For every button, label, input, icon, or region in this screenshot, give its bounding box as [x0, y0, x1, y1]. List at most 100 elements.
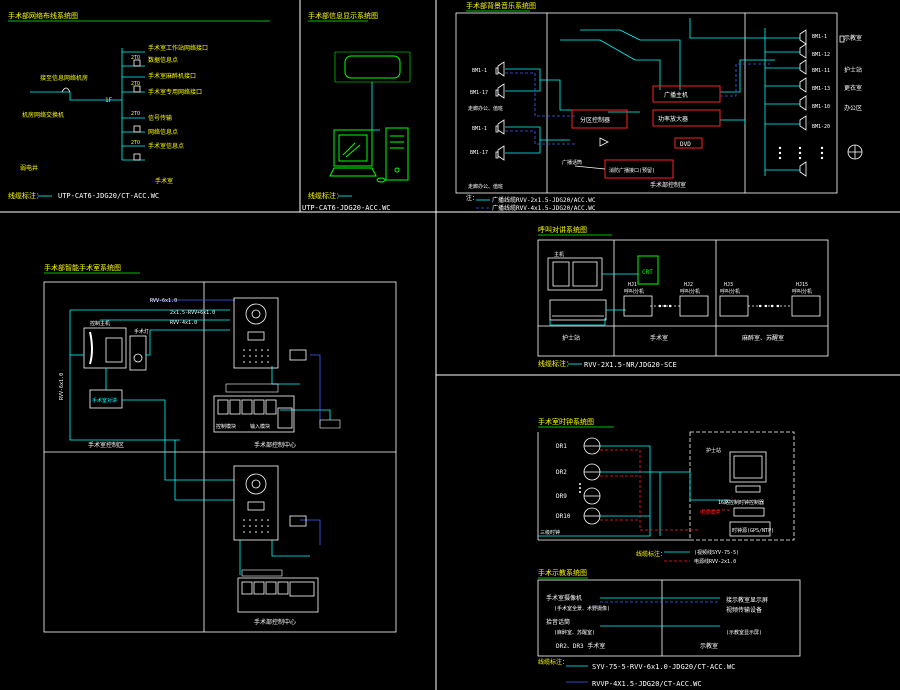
- p1-weak-box: 弱电井: [20, 164, 38, 172]
- svg-text:DR1: DR1: [556, 443, 567, 450]
- svg-text:手术部控制中心: 手术部控制中心: [254, 618, 296, 626]
- svg-text:BM1-1: BM1-1: [812, 34, 827, 40]
- svg-text:2TO: 2TO: [131, 111, 140, 117]
- p2-cable-note: 线缆标注：: [308, 191, 343, 200]
- p3-title: 手术部背景音乐系统图: [466, 1, 536, 10]
- svg-text:手术部控制室: 手术部控制室: [650, 181, 686, 189]
- left-speakers: [495, 61, 505, 161]
- p2-cable-spec: UTP-CAT6-JDG20-ACC.WC: [302, 204, 391, 212]
- svg-text:HJ1: HJ1: [628, 282, 637, 288]
- svg-text:视频传输设备: 视频传输设备: [726, 606, 762, 614]
- panel-smart-or: 手术部智能手术室系统图 控制主机 手术灯 手术室对讲: [43, 263, 397, 633]
- dvd-box: [674, 137, 703, 149]
- svg-text:护士站: 护士站: [706, 447, 721, 454]
- phone-icon: [83, 327, 147, 371]
- panel-teaching: 手术示教系统图 手术室摄像机 (手术室全景、术野摄像) 拾音话筒 (麻醉室、苏醒…: [537, 568, 801, 688]
- p2-title: 手术部信息显示系统图: [308, 11, 378, 20]
- p1-branch-4: 信号传输: [148, 114, 172, 122]
- zone-controller-box: [571, 109, 628, 129]
- svg-text:示教室: 示教室: [844, 34, 862, 42]
- svg-text:RVVP-4X1.5-JDG20/CT-ACC.WC: RVVP-4X1.5-JDG20/CT-ACC.WC: [592, 680, 702, 688]
- svg-text:主机: 主机: [554, 251, 564, 258]
- svg-text:DR2: DR2: [556, 469, 567, 476]
- p7-title: 手术示教系统图: [538, 568, 587, 577]
- svg-text:输入模块: 输入模块: [250, 423, 270, 430]
- svg-text:2TO: 2TO: [131, 55, 140, 61]
- svg-text:广播线缆RVV-4x1.5-JDG20/ACC.WC: 广播线缆RVV-4x1.5-JDG20/ACC.WC: [492, 204, 596, 212]
- svg-text:手术部控制中心: 手术部控制中心: [254, 441, 296, 449]
- svg-text:呼叫分机: 呼叫分机: [792, 288, 812, 295]
- svg-text:呼叫分机: 呼叫分机: [624, 288, 644, 295]
- call-host-icon: [547, 257, 607, 321]
- svg-text:控制模块: 控制模块: [216, 423, 236, 430]
- p1-1f: 1F: [105, 97, 113, 104]
- p5-title: 呼叫对讲系统图: [538, 225, 587, 234]
- svg-text:DR9: DR9: [556, 493, 567, 500]
- svg-text:RVV-4x1.0: RVV-4x1.0: [170, 320, 197, 326]
- svg-text:控制主机: 控制主机: [90, 320, 110, 327]
- svg-text:BM1-1: BM1-1: [472, 126, 487, 132]
- svg-text:RVV-6x1.0: RVV-6x1.0: [59, 373, 65, 400]
- svg-text:(视频线SYV-75-5): (视频线SYV-75-5): [694, 549, 739, 556]
- svg-text:BM1-17: BM1-17: [470, 150, 488, 156]
- svg-text:16路控制时钟控制器: 16路控制时钟控制器: [718, 499, 764, 506]
- svg-text:走廊办公、值班: 走廊办公、值班: [468, 105, 503, 112]
- p1-branch-1: 数据信息点: [148, 56, 178, 64]
- p1-branch-5: 网络信息点: [148, 128, 178, 136]
- svg-text:HJ3: HJ3: [724, 282, 733, 288]
- panel-music: 手术部背景音乐系统图 BM1-1 BM1-17 BM1-1 BM1-17 走廊办…: [455, 1, 863, 212]
- p4-title: 手术部智能手术室系统图: [44, 263, 121, 272]
- svg-text:呼叫分机: 呼叫分机: [680, 288, 700, 295]
- svg-text:三级时钟: 三级时钟: [540, 529, 560, 536]
- speaker-grille-lower: [243, 519, 269, 533]
- p1-title: 手术部网络布线系统图: [8, 11, 78, 20]
- svg-text:SYV-75-5-RVV-6x1.0-JDG20/CT-AC: SYV-75-5-RVV-6x1.0-JDG20/CT-ACC.WC: [592, 663, 735, 671]
- p1-room-label: 手术室: [155, 177, 173, 185]
- computer-icon: [329, 127, 409, 183]
- svg-text:BM1-1: BM1-1: [472, 68, 487, 74]
- svg-text:护士站: 护士站: [562, 334, 580, 342]
- svg-text:注：: 注：: [466, 194, 478, 202]
- svg-text:HJ15: HJ15: [796, 282, 808, 288]
- or-panel-upper: [233, 297, 279, 369]
- svg-text:线缆标注：: 线缆标注：: [538, 658, 568, 666]
- svg-text:拾音话筒: 拾音话筒: [546, 618, 570, 626]
- svg-text:分区控制器: 分区控制器: [580, 116, 610, 124]
- svg-text:更衣室: 更衣室: [844, 84, 862, 92]
- svg-text:接示教室显示屏: 接示教室显示屏: [726, 596, 768, 604]
- amplifier-box: [652, 109, 721, 127]
- svg-text:手术室控制区: 手术室控制区: [88, 441, 124, 449]
- p1-branch-6: 手术室信息点: [148, 142, 184, 150]
- svg-text:手术室: 手术室: [650, 334, 668, 342]
- p1-left-label-2: 机房网络交换机: [22, 111, 64, 119]
- p1-branch-3: 手术室专用网络接口: [148, 88, 202, 96]
- svg-text:BM1-13: BM1-13: [812, 86, 830, 92]
- dr-clocks: [583, 437, 601, 525]
- svg-text:办公区: 办公区: [844, 104, 862, 112]
- svg-text:(手术室全景、术野摄像): (手术室全景、术野摄像): [554, 605, 610, 612]
- crt-icon: [637, 255, 659, 285]
- call-nodes: [623, 295, 821, 317]
- svg-text:2x1.5-RVV+6x1.0: 2x1.5-RVV+6x1.0: [170, 310, 215, 316]
- svg-text:2TO: 2TO: [131, 81, 140, 87]
- p1-branch-0: 手术室工作站网络接口: [148, 44, 208, 52]
- svg-text:RVV-2X1.5-NR/JDG20-SCE: RVV-2X1.5-NR/JDG20-SCE: [584, 361, 677, 369]
- svg-text:时钟源(GPS/NTP): 时钟源(GPS/NTP): [732, 527, 774, 534]
- svg-text:DVD: DVD: [680, 141, 691, 148]
- modules-upper: [213, 395, 295, 433]
- svg-text:BM1-11: BM1-11: [812, 68, 830, 74]
- svg-text:(麻醉室、苏醒室): (麻醉室、苏醒室): [554, 629, 595, 636]
- svg-text:功率放大器: 功率放大器: [658, 115, 688, 123]
- svg-text:广播话筒: 广播话筒: [562, 159, 582, 166]
- modules-lower: [237, 577, 319, 613]
- svg-text:手术室对讲: 手术室对讲: [92, 397, 117, 404]
- right-speakers: [799, 29, 807, 177]
- svg-text:RVV-6x1.0: RVV-6x1.0: [150, 298, 177, 304]
- p1-cable-spec: UTP-CAT6-JDG20/CT-ACC.WC: [58, 192, 159, 200]
- svg-text:BM1-12: BM1-12: [812, 52, 830, 58]
- svg-text:护士站: 护士站: [844, 66, 862, 74]
- speaker-grille-upper: [243, 349, 269, 363]
- clock-monitor-icon: [729, 451, 767, 493]
- or-panel-lower: [233, 465, 279, 541]
